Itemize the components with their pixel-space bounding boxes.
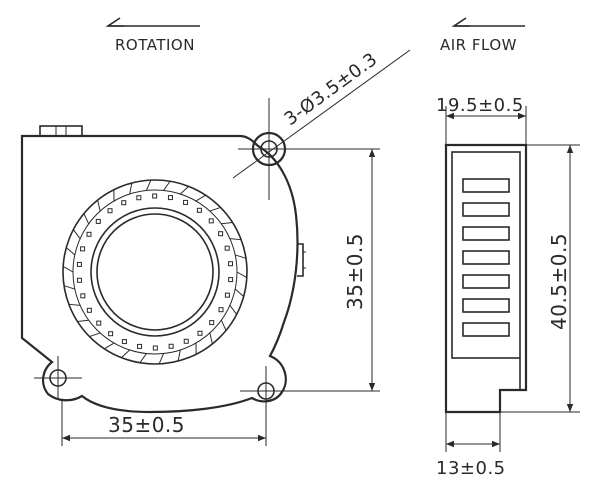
front-height-dimension	[285, 148, 380, 392]
side-housing	[444, 143, 528, 414]
side-top-width-dimension	[445, 106, 527, 145]
outlet-slot	[462, 202, 510, 217]
impeller-tooth	[80, 246, 86, 252]
impeller-blade	[180, 185, 189, 195]
impeller-tooth	[167, 195, 173, 201]
hub-outer-ring	[90, 207, 220, 337]
side-top-width-label: 19.5±0.5	[436, 95, 524, 116]
front-height-label: 35±0.5	[343, 233, 367, 310]
impeller-tooth	[107, 208, 113, 214]
impeller-tooth	[76, 277, 82, 283]
impeller-tooth	[121, 339, 127, 345]
impeller-tooth	[136, 195, 142, 201]
impeller-blade	[229, 305, 238, 315]
impeller-blade	[195, 194, 206, 202]
impeller-tooth	[137, 343, 143, 349]
impeller-outer-ring	[62, 179, 248, 365]
impeller-blade	[89, 332, 101, 338]
impeller-blade	[68, 303, 81, 306]
impeller-blade	[121, 349, 130, 359]
side-height-dimension	[500, 144, 580, 413]
outlet-slot	[462, 178, 510, 193]
impeller-blade	[65, 247, 76, 256]
impeller-blade	[177, 349, 181, 362]
rotation-label: ROTATION	[115, 36, 195, 54]
outlet-slot	[462, 226, 510, 241]
impeller-tooth	[228, 277, 234, 283]
fan-front-view	[20, 49, 411, 416]
impeller-tooth	[121, 200, 127, 206]
side-bottom-width-label: 13±0.5	[436, 458, 506, 479]
impeller-blade	[129, 182, 133, 195]
impeller-tooth	[86, 231, 92, 237]
impeller-tooth	[209, 320, 215, 326]
impeller-tooth	[183, 338, 189, 344]
impeller-tooth	[228, 261, 234, 267]
impeller-tooth	[196, 207, 202, 213]
impeller-tooth	[80, 293, 86, 299]
impeller-blade	[139, 353, 147, 364]
impeller-tooth	[224, 245, 230, 251]
rotation-arrow-icon	[105, 17, 200, 27]
impeller-blade	[77, 319, 89, 323]
impeller-blade	[97, 199, 101, 212]
impeller-blade	[220, 319, 227, 331]
impeller-tooth	[152, 193, 158, 199]
impeller-tooth	[152, 345, 158, 351]
impeller-tooth	[86, 307, 92, 313]
impeller-blade	[221, 221, 233, 225]
impeller-blade	[235, 254, 247, 259]
impeller-blades	[62, 179, 248, 365]
front-width-label: 35±0.5	[108, 413, 185, 437]
impeller-blade	[234, 288, 245, 297]
impeller-tooth	[108, 331, 114, 337]
impeller-blade	[104, 342, 115, 350]
hub-inner-ring	[96, 213, 214, 331]
impeller-tooth	[208, 218, 214, 224]
impeller-blade	[163, 180, 171, 191]
outlet-slots	[462, 178, 510, 337]
impeller-tooth	[168, 343, 174, 349]
impeller-blade	[83, 213, 90, 225]
impeller-tooth	[197, 330, 203, 336]
outlet-frame	[451, 151, 521, 359]
fan-housing	[20, 134, 299, 414]
hole-spec-leader	[232, 49, 411, 179]
impeller-blade	[72, 229, 81, 239]
impeller-tooth	[96, 320, 102, 326]
impeller-tooth	[218, 307, 224, 313]
impeller-tooth	[183, 199, 189, 205]
outlet-slot	[462, 298, 510, 313]
impeller-tooth	[95, 218, 101, 224]
impeller-blade	[209, 206, 221, 212]
impeller-blade	[62, 266, 74, 273]
air-flow-label: AIR FLOW	[440, 36, 517, 54]
impeller-blade	[236, 271, 248, 278]
outlet-slot	[462, 322, 510, 337]
impeller-blade	[229, 238, 242, 241]
impeller-tooth	[76, 261, 82, 267]
air-flow-arrow-icon	[451, 17, 525, 27]
impeller-tooth	[224, 292, 230, 298]
hole-spec-label: 3-Ø3.5±0.3	[281, 49, 382, 130]
impeller-tooth	[218, 231, 224, 237]
impeller-blade	[63, 285, 75, 290]
outlet-slot	[462, 250, 510, 265]
side-height-label: 40.5±0.5	[547, 233, 571, 330]
impeller-blade	[209, 332, 213, 345]
connector-tab	[39, 125, 83, 137]
fan-side-view	[444, 143, 528, 414]
impeller-blade	[158, 353, 165, 365]
impeller-blade	[145, 179, 152, 191]
side-bottom-width-dimension	[445, 412, 501, 452]
front-width-dimension	[61, 400, 267, 446]
outlet-slot	[462, 274, 510, 289]
